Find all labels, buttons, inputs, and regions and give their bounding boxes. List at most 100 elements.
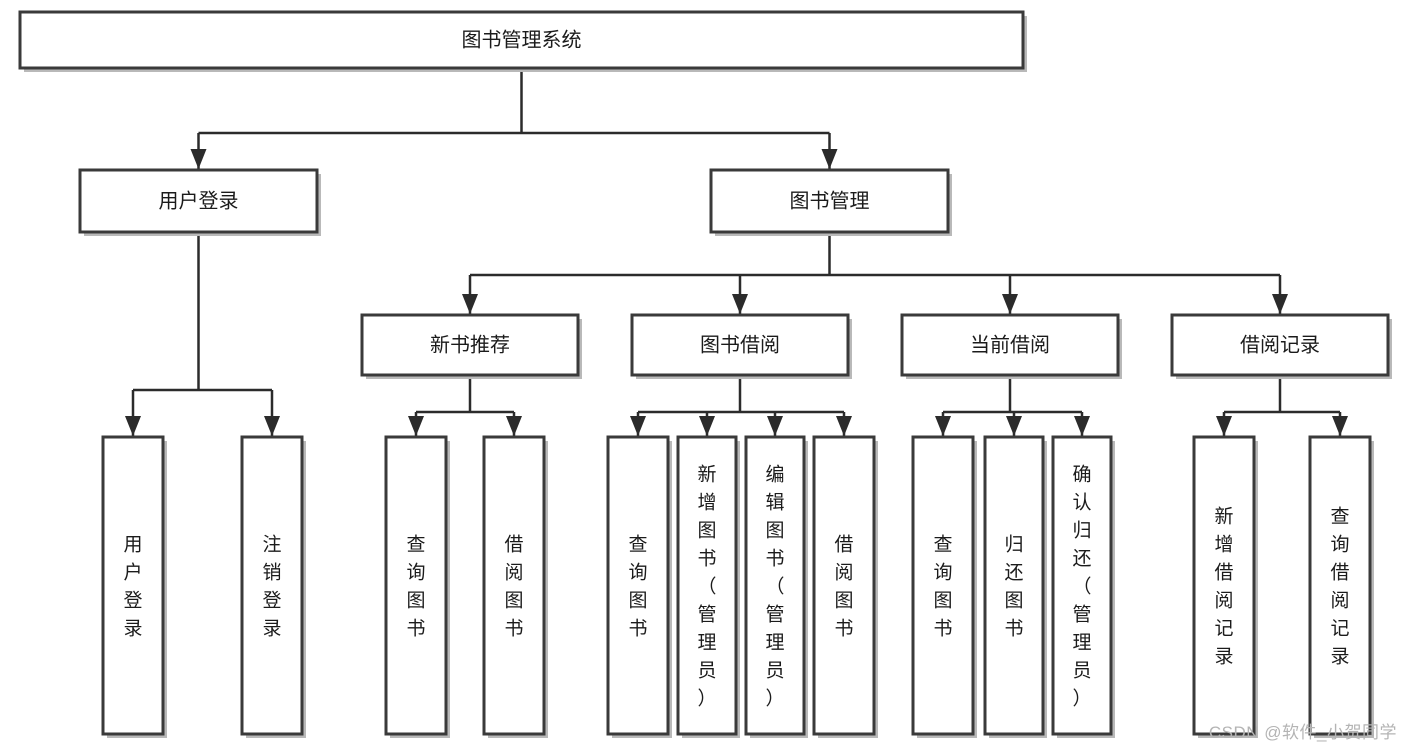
node-label-char: 阅 [1214,590,1233,612]
node-label-char: 注 [262,534,281,556]
node-borrow-record[interactable]: 借阅记录 [1170,313,1392,379]
node-leaf-user-login[interactable]: 用户登录 [101,435,167,738]
node-label-char: 借 [504,534,523,556]
arrow-head-icon [1216,416,1232,436]
node-label-char: 新 [1214,506,1233,528]
node-label-char: 录 [1214,647,1233,668]
node-label-char: （ [765,576,784,598]
node-label: 借阅记录 [1240,333,1320,356]
node-new-book-rec[interactable]: 新书推荐 [360,313,582,379]
node-label-char: 阅 [504,562,523,584]
node-label-char: 编 [765,464,784,486]
node-label-char: 归 [1072,520,1091,542]
node-label-char: 借 [834,534,853,556]
arrow-head-icon [699,416,715,436]
arrow-head-icon [1272,294,1288,314]
node-label-char: 录 [262,619,281,640]
node-book-borrow[interactable]: 图书借阅 [630,313,852,379]
node-label-char: 询 [1330,534,1349,556]
node-label-char: 录 [123,619,142,640]
node-label-char: 图 [765,521,784,542]
node-label-char: 还 [1072,548,1091,570]
node-label-char: 员 [765,661,784,682]
node-label-char: 书 [1004,618,1023,640]
node-root-root[interactable]: 图书管理系统 [18,10,1027,72]
node-label-char: 书 [765,548,784,570]
node-label-char: 书 [628,618,647,640]
node-label-char: 图 [406,591,425,612]
node-label-char: 确 [1072,464,1091,486]
node-label: 图书管理 [790,189,870,212]
node-label-char: 图 [834,591,853,612]
node-label-char: ） [765,688,784,710]
arrow-head-icon [125,416,141,436]
node-label-char: 图 [504,591,523,612]
node-label-char: 增 [697,492,716,514]
node-label-char: 管 [697,604,716,626]
node-label: 当前借阅 [970,333,1050,356]
node-label-char: 阅 [1330,590,1349,612]
node-label-char: 记 [1330,618,1349,640]
arrow-head-icon [190,149,207,169]
node-label-char: 书 [834,618,853,640]
arrow-head-icon [408,416,424,436]
watermark-label: CSDN @软件_小贺同学 [1208,723,1397,742]
node-label-char: 书 [406,618,425,640]
node-label-char: 记 [1214,618,1233,640]
node-label-char: 询 [628,562,647,584]
connectors-layer [125,68,1348,436]
node-label-char: 员 [697,661,716,682]
node-label-char: ） [1072,688,1091,710]
node-label-char: 户 [123,562,142,584]
node-label: 用户登录 [159,189,239,212]
node-label-char: 新 [697,464,716,486]
node-label: 图书借阅 [700,333,780,356]
node-label-char: 管 [765,604,784,626]
node-label-char: （ [1072,576,1091,598]
node-label-char: 用 [123,535,142,556]
node-label-char: 查 [1330,506,1349,528]
node-label-char: ） [697,688,716,710]
arrow-head-icon [630,416,646,436]
node-label-char: 图 [697,521,716,542]
node-label-char: 理 [765,633,784,654]
node-label-char: 查 [628,534,647,556]
node-user-login[interactable]: 用户登录 [78,168,321,236]
arrow-head-icon [821,149,838,169]
arrow-head-icon [836,416,852,436]
arrow-head-icon [506,416,522,436]
node-label-char: 书 [697,548,716,570]
node-label-char: 图 [1004,591,1023,612]
node-label-char: 询 [933,562,952,584]
node-label-char: 录 [1330,647,1349,668]
node-label-char: 借 [1330,562,1349,584]
node-label-char: 阅 [834,562,853,584]
node-label-char: 归 [1004,534,1023,556]
node-label-char: 询 [406,562,425,584]
node-label-char: 理 [697,633,716,654]
node-label-char: 理 [1072,633,1091,654]
node-label-char: 书 [504,618,523,640]
arrow-head-icon [462,294,478,314]
node-current-borrow[interactable]: 当前借阅 [900,313,1122,379]
arrow-head-icon [1332,416,1348,436]
node-label-char: 管 [1072,604,1091,626]
node-label: 新书推荐 [430,333,510,356]
node-label-char: 辑 [765,492,784,514]
node-book-manage[interactable]: 图书管理 [709,168,952,236]
arrow-head-icon [1002,294,1018,314]
node-label-char: 书 [933,618,952,640]
node-label-char: 还 [1004,562,1023,584]
